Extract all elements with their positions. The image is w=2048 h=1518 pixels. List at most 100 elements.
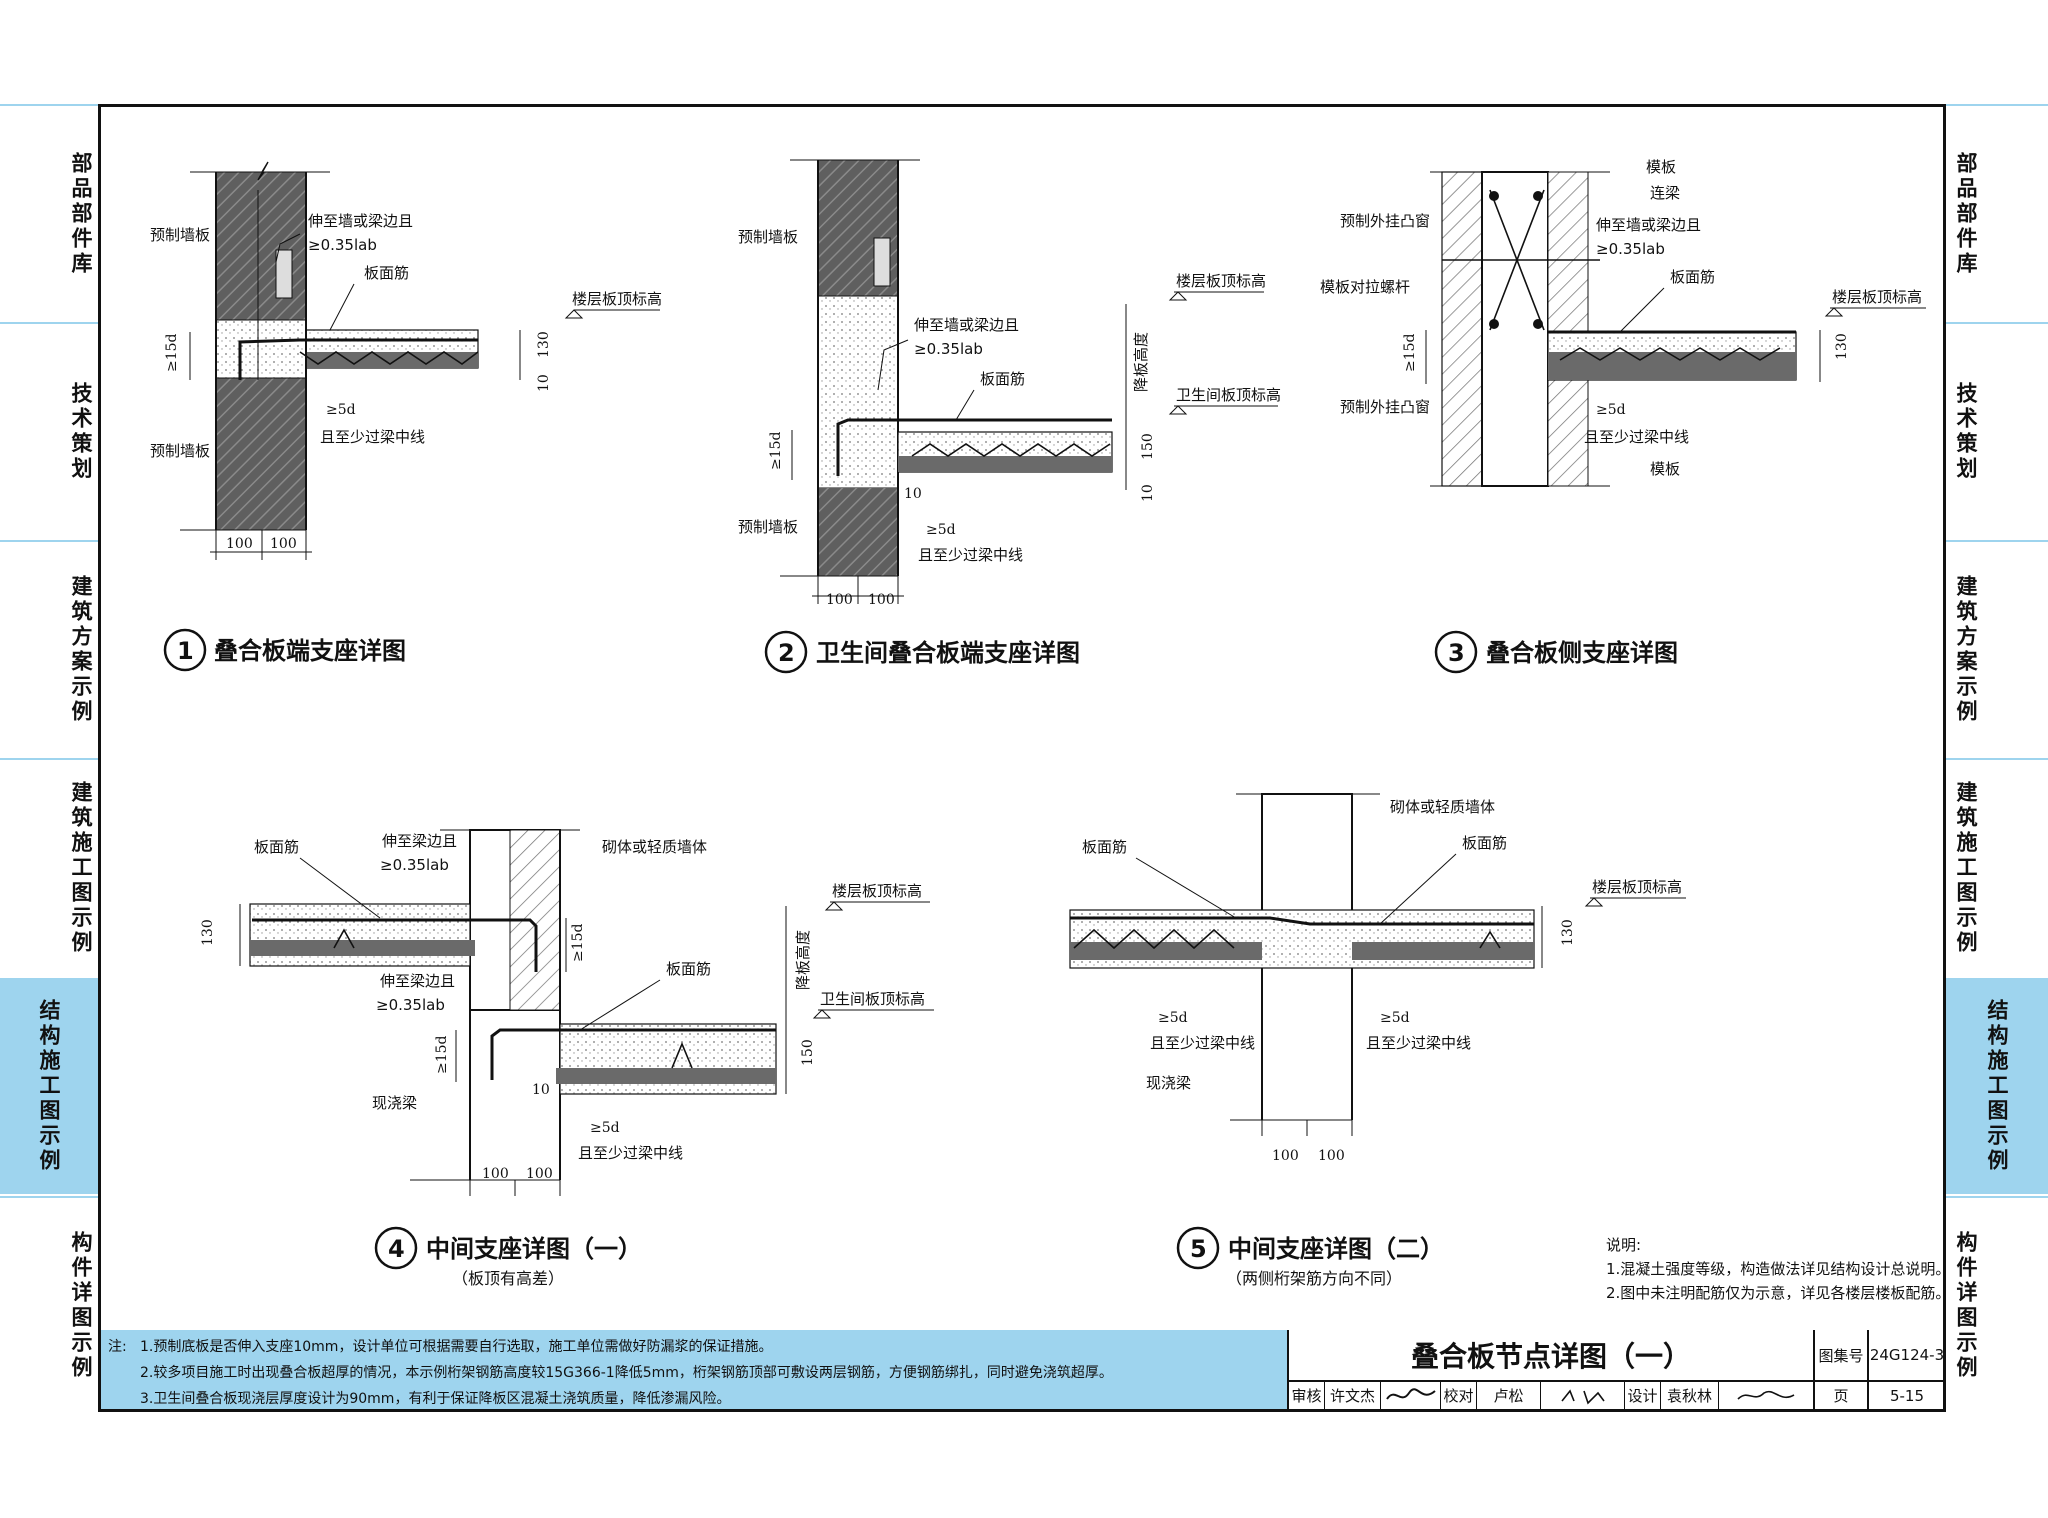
side-tab-label: 部品部件库 bbox=[69, 151, 93, 277]
d5-masonry: 砌体或轻质墙体 bbox=[1390, 798, 1495, 816]
side-tab-label: 技术策划 bbox=[1954, 382, 1978, 482]
atlas-value: 24G124-3 bbox=[1869, 1330, 1945, 1382]
side-tab-label: 建筑施工图示例 bbox=[69, 780, 93, 956]
d1-caption: 叠合板端支座详图 bbox=[214, 637, 406, 665]
d4-elev-top: 楼层板顶标高 bbox=[832, 882, 922, 900]
d5-dim-5d-r: ≥5d bbox=[1380, 1010, 1410, 1026]
d2-dim-15d: ≥15d bbox=[768, 431, 784, 470]
atlas-label: 图集号 bbox=[1815, 1330, 1869, 1382]
side-tab-planning-right[interactable]: 技术策划 bbox=[1946, 324, 1986, 540]
d5-dim-w2: 100 bbox=[1318, 1148, 1345, 1164]
d4-anchor-a1: 伸至梁边且 bbox=[382, 832, 457, 850]
detail-2: 100 100 ≥15d 降板高度 150 10 10 楼层板顶标高 卫生间板顶… bbox=[738, 159, 1281, 674]
d2-top-bar-label: 板面筋 bbox=[980, 370, 1025, 388]
precast-wall-lower bbox=[818, 488, 898, 576]
side-tab-parts-right[interactable]: 部品部件库 bbox=[1946, 106, 1986, 322]
d3-anchor-1: 伸至墙或梁边且 bbox=[1596, 216, 1701, 234]
d3-formwork-bottom: 模板 bbox=[1650, 460, 1680, 478]
side-tab-arch-scheme-right[interactable]: 建筑方案示例 bbox=[1946, 542, 1986, 758]
page-label: 页 bbox=[1815, 1382, 1869, 1409]
explain-title: 说明: bbox=[1606, 1236, 1641, 1254]
d4-masonry: 砌体或轻质墙体 bbox=[602, 838, 707, 856]
d4-subcaption: （板顶有高差） bbox=[452, 1269, 564, 1288]
d3-dim-130: 130 bbox=[1834, 333, 1850, 360]
d1-dim-15d: ≥15d bbox=[164, 333, 180, 372]
notes-prefix: 注: bbox=[108, 1339, 127, 1355]
precast-bay-window bbox=[1441, 171, 1483, 487]
side-tab-label: 结构施工图示例 bbox=[1985, 998, 2009, 1174]
d4-elev-bath: 卫生间板顶标高 bbox=[820, 990, 925, 1008]
title-block: 叠合板节点详图（一） 图集号 24G124-3 审核 许文杰 校对 卢松 设计 … bbox=[1287, 1330, 1945, 1409]
d2-wall-top-label: 预制墙板 bbox=[738, 228, 798, 246]
d4-dim-15d-a: ≥15d bbox=[570, 923, 586, 962]
d2-dim-150: 150 bbox=[1140, 433, 1156, 460]
d5-dim-5d-l: ≥5d bbox=[1158, 1010, 1188, 1026]
side-tab-label: 构件详图示例 bbox=[69, 1231, 93, 1381]
side-tab-label: 构件详图示例 bbox=[1954, 1231, 1978, 1381]
side-tab-component-detail[interactable]: 构件详图示例 bbox=[64, 1198, 98, 1414]
side-tab-structural-right[interactable]: 结构施工图示例 bbox=[1946, 978, 2048, 1194]
d5-beam-line-l: 且至少过梁中线 bbox=[1150, 1034, 1255, 1052]
d3-tie-bolt: 模板对拉螺杆 bbox=[1320, 278, 1410, 296]
d5-top-bar-l: 板面筋 bbox=[1082, 838, 1127, 856]
d5-dim-w1: 100 bbox=[1272, 1148, 1299, 1164]
side-tab-arch-construction[interactable]: 建筑施工图示例 bbox=[64, 760, 98, 976]
d2-number: 2 bbox=[778, 639, 795, 667]
d3-beam-line: 且至少过梁中线 bbox=[1584, 428, 1689, 446]
d2-drop-label: 降板高度 bbox=[1132, 332, 1150, 392]
d3-elev-label: 楼层板顶标高 bbox=[1832, 288, 1922, 306]
d4-dim-130: 130 bbox=[200, 919, 216, 946]
d1-dim-10: 10 bbox=[536, 374, 552, 392]
d2-elev-bath: 卫生间板顶标高 bbox=[1176, 386, 1281, 404]
d2-dim-w1: 100 bbox=[826, 592, 853, 608]
side-tab-planning[interactable]: 技术策划 bbox=[64, 324, 98, 540]
d5-top-bar-r: 板面筋 bbox=[1462, 834, 1507, 852]
notes-band bbox=[101, 1330, 1287, 1409]
side-tab-component-detail-right[interactable]: 构件详图示例 bbox=[1946, 1198, 1986, 1414]
d5-beam-line-r: 且至少过梁中线 bbox=[1366, 1034, 1471, 1052]
check-label: 校对 bbox=[1441, 1382, 1477, 1409]
d3-anchor-2: ≥0.35lab bbox=[1596, 240, 1665, 258]
d1-top-bar-label: 板面筋 bbox=[364, 264, 409, 282]
d4-dim-5d: ≥5d bbox=[590, 1120, 620, 1136]
d2-dim-5d: ≥5d bbox=[926, 522, 956, 538]
d3-window-top: 预制外挂凸窗 bbox=[1340, 212, 1430, 230]
side-tab-label: 部品部件库 bbox=[1954, 151, 1978, 277]
d4-top-bar-l: 板面筋 bbox=[254, 838, 299, 856]
detail-4: 100 100 130 ≥15d ≥15d 降板高度 150 10 楼层板顶标高… bbox=[200, 829, 934, 1288]
side-tab-label: 技术策划 bbox=[69, 382, 93, 482]
side-tab-structural[interactable]: 结构施工图示例 bbox=[0, 978, 98, 1194]
d4-caption: 中间支座详图（一） bbox=[426, 1235, 642, 1263]
d4-top-bar-r: 板面筋 bbox=[666, 960, 711, 978]
d4-beam-line: 且至少过梁中线 bbox=[578, 1144, 683, 1162]
review-signature bbox=[1381, 1382, 1441, 1409]
explain-item-1: 1.混凝土强度等级，构造做法详见结构设计总说明。 bbox=[1606, 1260, 1950, 1278]
explanation: 说明: 1.混凝土强度等级，构造做法详见结构设计总说明。 2.图中未注明配筋仅为… bbox=[1606, 1236, 1950, 1302]
d2-anchor-1: 伸至墙或梁边且 bbox=[914, 316, 1019, 334]
d5-elev: 楼层板顶标高 bbox=[1592, 878, 1682, 896]
d1-wall-top-label: 预制墙板 bbox=[150, 226, 210, 244]
d2-dim-w2: 100 bbox=[868, 592, 895, 608]
d3-dim-5d: ≥5d bbox=[1596, 402, 1626, 418]
d5-dim-130: 130 bbox=[1560, 919, 1576, 946]
detail-3: ≥15d 130 楼层板顶标高 模板 连梁 预制外挂凸窗 伸至墙或梁边且 ≥0.… bbox=[1320, 158, 1926, 674]
explain-item-2: 2.图中未注明配筋仅为示意，详见各楼层楼板配筋。 bbox=[1606, 1284, 1950, 1302]
d2-elev-top: 楼层板顶标高 bbox=[1176, 272, 1266, 290]
d1-dim-130: 130 bbox=[536, 331, 552, 358]
drawing-title: 叠合板节点详图（一） bbox=[1289, 1330, 1815, 1382]
note-3: 3.卫生间叠合板现浇层厚度设计为90mm，有利于保证降板区混凝土浇筑质量，降低渗… bbox=[140, 1391, 731, 1407]
side-tab-label: 建筑方案示例 bbox=[69, 575, 93, 725]
side-tab-parts[interactable]: 部品部件库 bbox=[64, 106, 98, 322]
d2-anchor-2: ≥0.35lab bbox=[914, 340, 983, 358]
d5-number: 5 bbox=[1190, 1235, 1207, 1263]
side-tab-arch-construction-right[interactable]: 建筑施工图示例 bbox=[1946, 760, 1986, 976]
review-name: 许文杰 bbox=[1325, 1382, 1381, 1409]
d2-beam-line: 且至少过梁中线 bbox=[918, 546, 1023, 564]
side-tab-arch-scheme[interactable]: 建筑方案示例 bbox=[64, 542, 98, 758]
d4-anchor-b1: 伸至梁边且 bbox=[380, 972, 455, 990]
d1-dim-5d: ≥5d bbox=[326, 402, 356, 418]
d4-dim-10: 10 bbox=[532, 1082, 550, 1098]
d1-anchor-1: 伸至墙或梁边且 bbox=[308, 212, 413, 230]
design-signature bbox=[1719, 1382, 1815, 1409]
